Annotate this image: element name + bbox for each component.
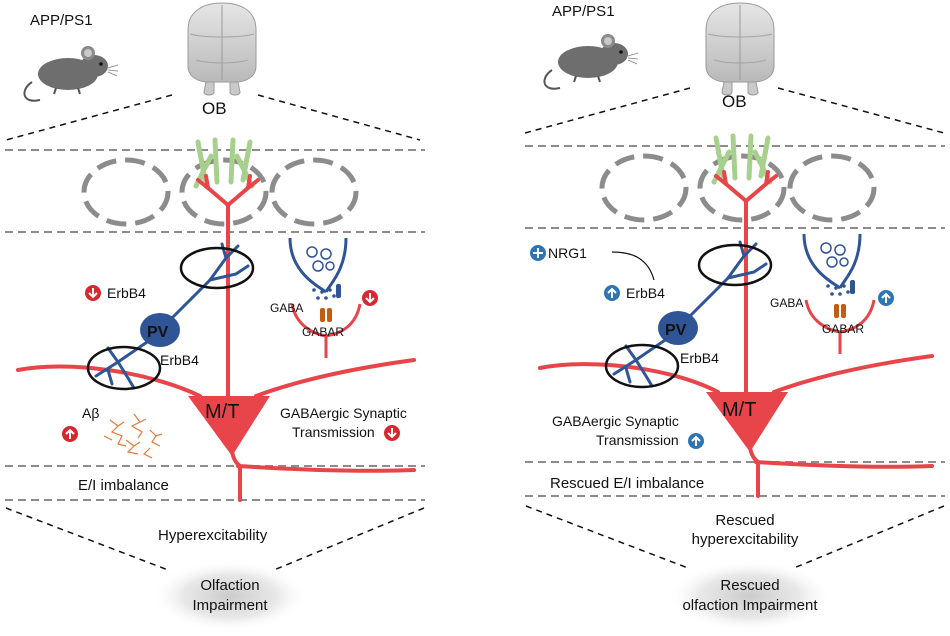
pv-label: PV [147, 324, 169, 341]
olfactory-axons [711, 133, 773, 185]
abeta-plaque-icon [103, 413, 163, 459]
abeta-label: Aβ [82, 405, 99, 421]
erbb4-bottom-label: ErbB4 [160, 352, 199, 368]
erbb4-circle-top [697, 243, 773, 287]
outcome-funnel [5, 507, 425, 571]
gaba-transmission-line2: Transmission [596, 432, 679, 448]
gabar-label: GABAR [302, 325, 344, 339]
mt-soma [706, 392, 788, 452]
outcome-line2: olfaction Impairment [682, 597, 818, 614]
erbb4-circle-bottom [604, 343, 680, 389]
pv-label: PV [665, 322, 687, 339]
gaba-transmission-line2: Transmission [292, 424, 375, 440]
hyperexcitability-line2: hyperexcitability [692, 531, 799, 548]
region-label: OB [202, 99, 227, 118]
ob-zoom-lines [524, 87, 945, 134]
left-panel: APP/PS1 OB [5, 2, 425, 632]
glomeruli [81, 157, 359, 227]
olfactory-axons [193, 137, 255, 189]
mitral-tufted-cell [538, 170, 934, 498]
hyperexcitability-line1: Rescued [715, 512, 774, 529]
mouse-icon [23, 46, 119, 102]
mitral-tufted-cell [16, 174, 416, 502]
pv-interneuron [612, 240, 768, 388]
gaba-transmission-line1: GABAergic Synaptic [280, 405, 407, 421]
ob-zoom-lines [5, 94, 421, 141]
ei-label: Rescued E/I imbalance [550, 475, 704, 492]
nrg1-connector [611, 251, 655, 281]
pv-soma [140, 313, 180, 347]
gaba-label: GABA [270, 301, 303, 315]
gaba-label: GABA [770, 296, 803, 310]
outcome-line2: Impairment [192, 597, 268, 614]
erbb4-bottom-label: ErbB4 [680, 350, 719, 366]
synapse-up-icon [878, 290, 894, 306]
brain-icon [705, 2, 775, 96]
nrg1-plus-icon [530, 245, 546, 261]
transmission-up-icon [688, 433, 704, 449]
pv-soma [658, 311, 698, 345]
hyperexcitability-label: Hyperexcitability [158, 527, 268, 544]
model-label: APP/PS1 [552, 3, 615, 20]
right-panel: APP/PS1 OB [524, 2, 945, 632]
outcome-funnel [525, 505, 945, 569]
brain-icon [187, 2, 257, 96]
erbb4-top-label: ErbB4 [626, 285, 665, 301]
abeta-up-icon [62, 426, 78, 442]
outcome-glow [668, 560, 832, 632]
erbb4-up-icon [604, 285, 620, 301]
outcome-line1: Olfaction [200, 577, 259, 594]
mt-label: M/T [205, 401, 239, 423]
model-label: APP/PS1 [30, 12, 93, 29]
nrg1-label: NRG1 [548, 245, 587, 261]
erbb4-top-label: ErbB4 [107, 285, 146, 301]
outcome-glow [152, 560, 308, 632]
synapse-down-icon [362, 290, 378, 306]
outcome-line1: Rescued [720, 577, 779, 594]
transmission-down-icon [384, 425, 400, 441]
layer-boundaries [525, 145, 945, 497]
gaba-synapse [288, 237, 362, 358]
gaba-transmission-line1: GABAergic Synaptic [552, 413, 679, 429]
gabar-label: GABAR [822, 322, 864, 336]
region-label: OB [722, 92, 747, 111]
gaba-synapse [802, 233, 876, 354]
erbb4-circle-top [179, 246, 255, 290]
erbb4-down-icon [85, 285, 101, 301]
mouse-icon [543, 34, 639, 90]
erbb4-circle-bottom [86, 345, 162, 391]
mt-soma [188, 396, 270, 456]
ei-label: E/I imbalance [78, 477, 169, 494]
glomeruli [599, 153, 877, 223]
pv-interneuron [94, 242, 250, 390]
mt-label: M/T [722, 399, 756, 421]
layer-boundaries [5, 149, 425, 501]
